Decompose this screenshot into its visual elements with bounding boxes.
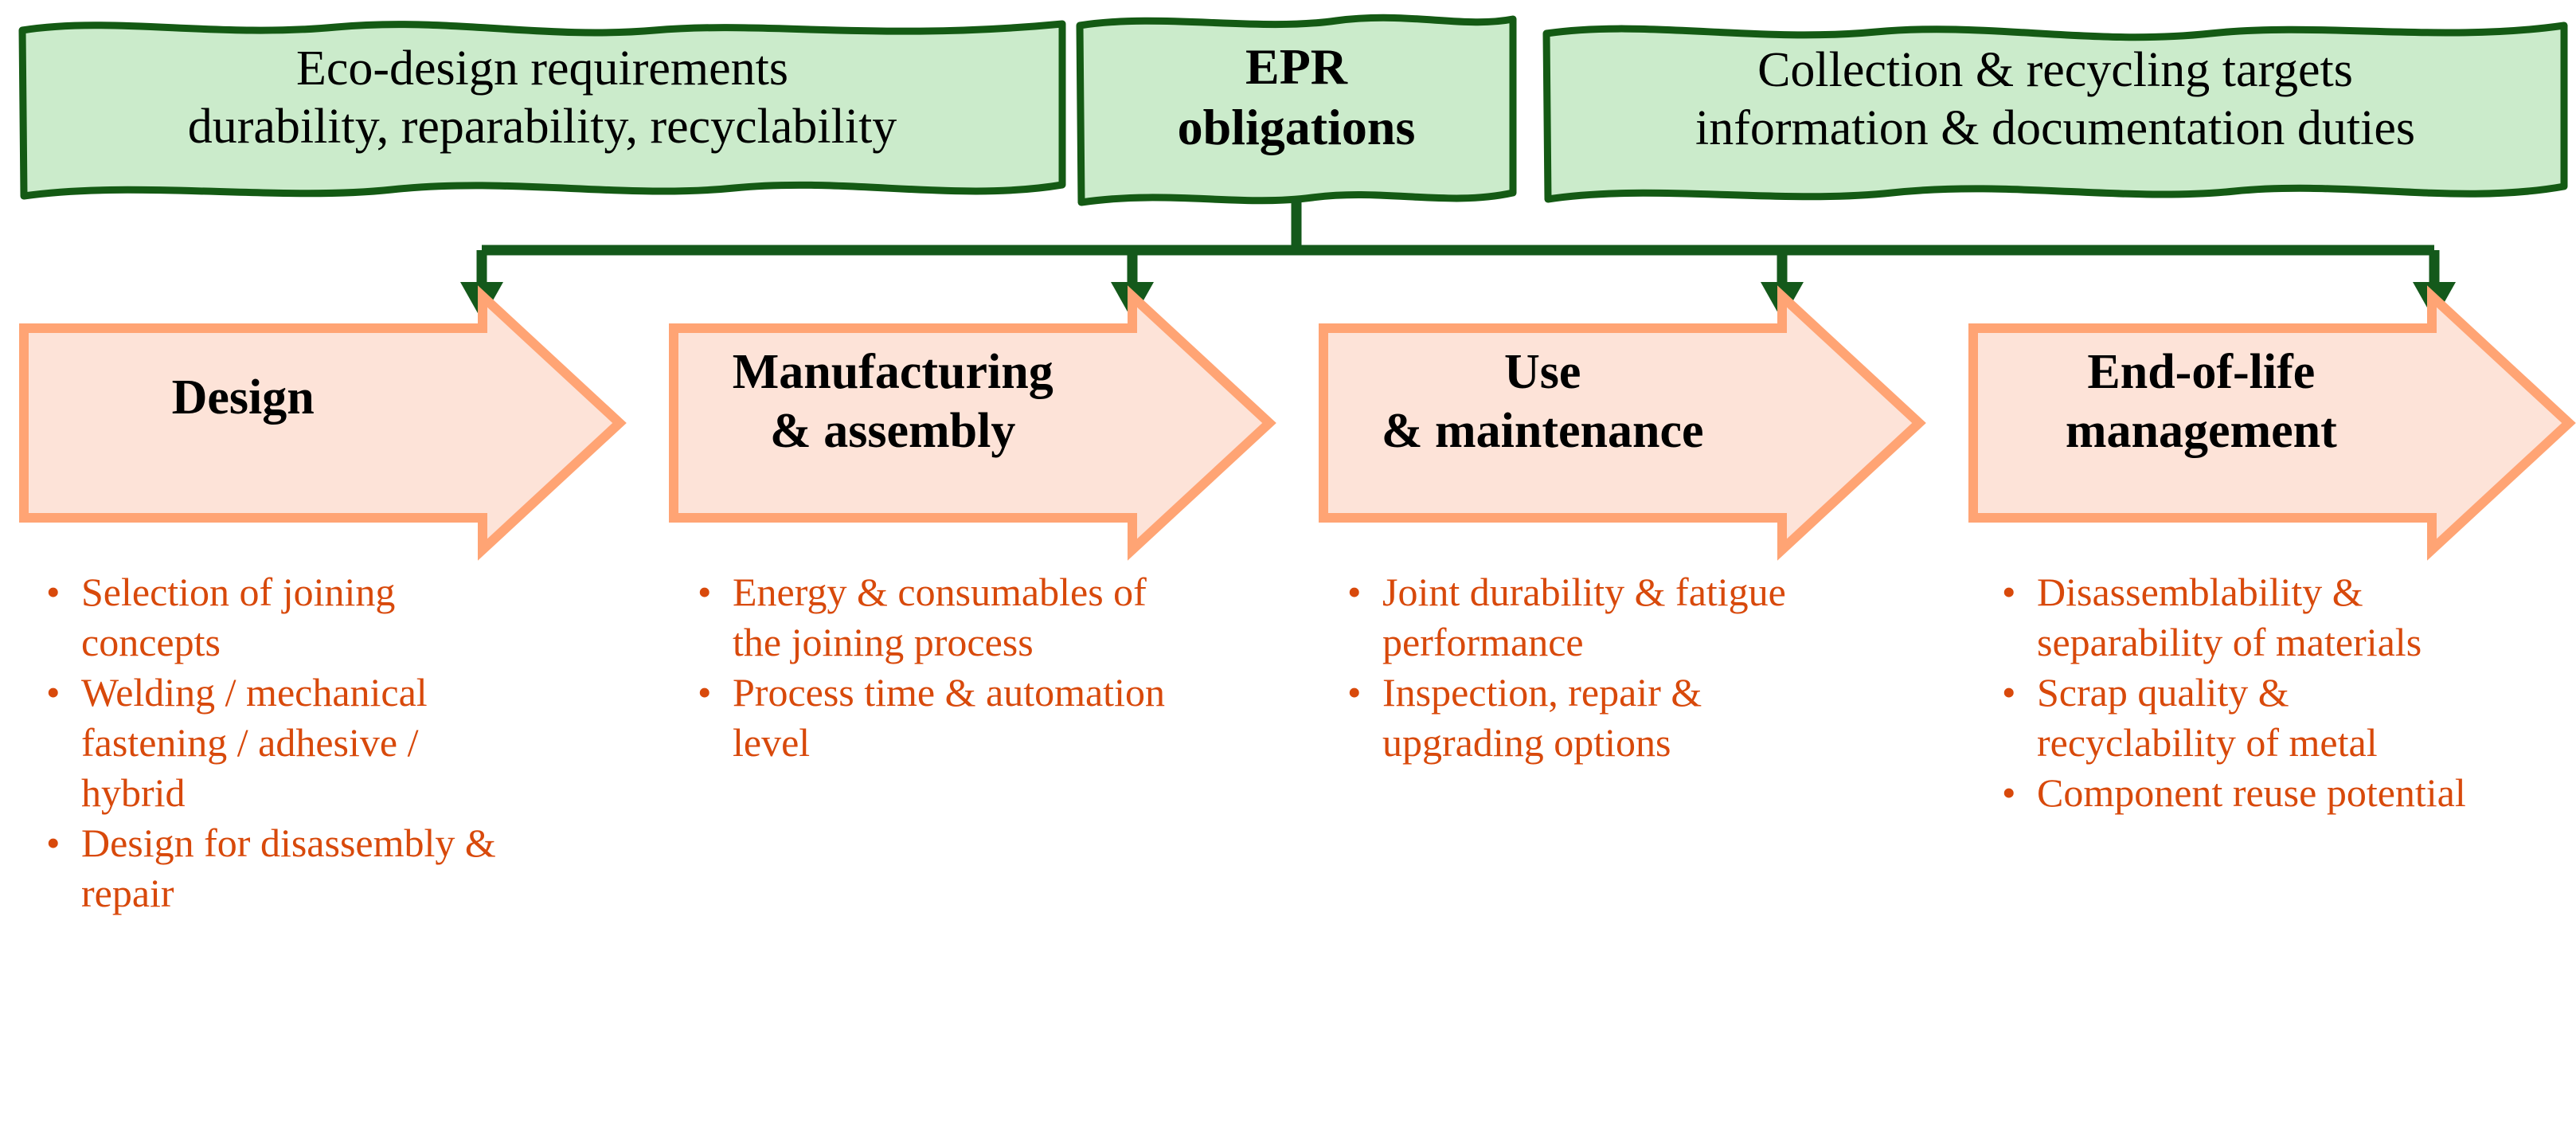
banner-shape-collection: [1542, 22, 2568, 203]
banner-collection-text: Collection & recycling targets informati…: [1695, 43, 2415, 156]
list-item: Joint durability & fatigue performance: [1328, 567, 1822, 668]
stage-label-manufacturing: Manufacturing & assembly: [732, 345, 1053, 459]
list-item: Disassemblability & separability of mate…: [1983, 567, 2492, 668]
banner-epr-text: EPR obligations: [1177, 38, 1416, 155]
list-item: Design for disassembly & repair: [27, 818, 521, 918]
stage-arrow-design[interactable]: Design: [19, 285, 627, 561]
bullet-list-end-of-life: Disassemblability & separability of mate…: [1983, 567, 2492, 818]
stage-arrow-shape-end-of-life: [1968, 285, 2576, 561]
stage-arrow-shape-design: [19, 285, 627, 561]
list-item: Process time & automation level: [678, 668, 1172, 768]
banner-eco-text: Eco-design requirements durability, repa…: [187, 41, 897, 155]
list-item: Component reuse potential: [1983, 768, 2492, 818]
stage-label-use: Use & maintenance: [1381, 345, 1704, 459]
stage-arrow-shape-use: [1319, 285, 1926, 561]
list-item: Scrap quality & recyclability of metal: [1983, 668, 2492, 768]
stage-label-design: Design: [171, 370, 315, 425]
banner-shape-eco: [18, 20, 1066, 200]
list-item: Inspection, repair & upgrading options: [1328, 668, 1822, 768]
epr-to-stages-connector: [460, 199, 2456, 320]
banner-collection-recycling-targets: Collection & recycling targets informati…: [1542, 11, 2569, 213]
banner-epr-obligations: EPR obligations: [1073, 5, 1519, 218]
bullet-list-design: Selection of joining concepts Welding / …: [27, 567, 521, 918]
stage-arrow-end-of-life[interactable]: End-of-life management: [1968, 285, 2576, 561]
list-item: Energy & consumables of the joining proc…: [678, 567, 1172, 668]
list-item: Selection of joining concepts: [27, 567, 521, 668]
banner-eco-design-requirements: Eco-design requirements durability, repa…: [18, 6, 1067, 212]
list-item: Welding / mechanical fastening / adhesiv…: [27, 668, 521, 818]
bullet-list-use: Joint durability & fatigue performance I…: [1328, 567, 1822, 768]
banner-shape-epr: [1076, 14, 1517, 206]
stage-arrow-shape-manufacturing: [669, 285, 1276, 561]
stage-arrow-manufacturing[interactable]: Manufacturing & assembly: [669, 285, 1276, 561]
stage-arrow-use[interactable]: Use & maintenance: [1319, 285, 1926, 561]
bullet-list-manufacturing: Energy & consumables of the joining proc…: [678, 567, 1172, 768]
stage-label-end-of-life: End-of-life management: [2065, 345, 2337, 459]
